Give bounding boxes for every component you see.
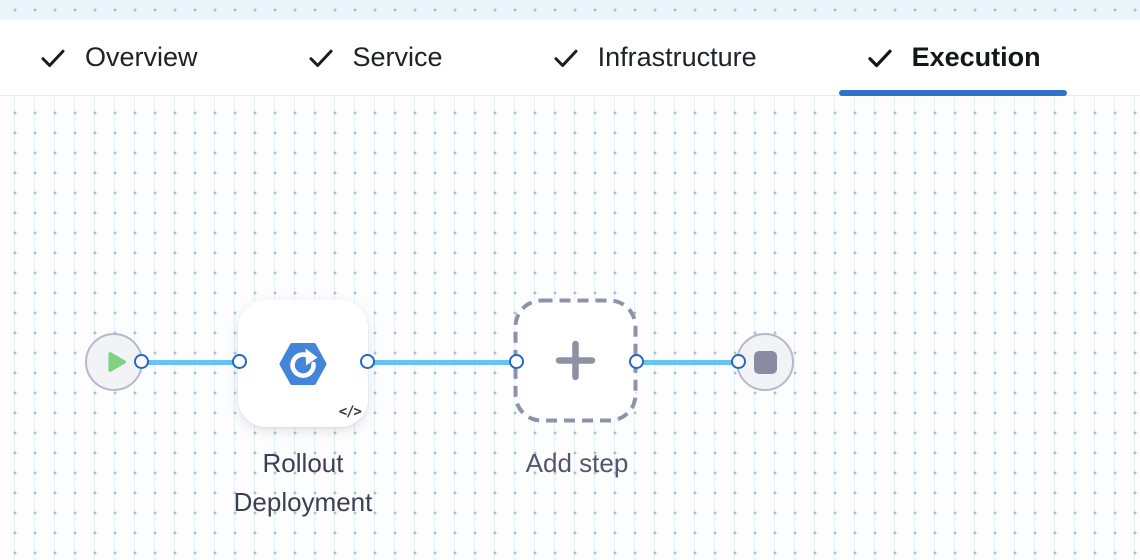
code-icon[interactable]: </>	[338, 404, 362, 420]
step-node-rollout-deployment[interactable]: </>	[238, 300, 368, 427]
port-addstep-out[interactable]	[629, 354, 644, 369]
tab-label: Infrastructure	[597, 42, 757, 72]
check-icon	[554, 49, 578, 67]
tab-label: Execution	[911, 42, 1041, 72]
tab-execution[interactable]: Execution	[838, 20, 1067, 96]
step-label: Rollout Deployment	[233, 448, 373, 517]
add-step-label: Add step	[525, 448, 629, 478]
port-start-out[interactable]	[134, 354, 149, 369]
stage-tab-bar: Overview Service Infrastructure Executio…	[0, 20, 1140, 96]
port-step-in[interactable]	[232, 354, 247, 369]
active-tab-underline	[838, 90, 1067, 96]
connector-step-to-addstep	[368, 360, 517, 365]
tab-overview[interactable]: Overview	[12, 20, 224, 95]
pipeline-canvas[interactable]: </> Rollout Deployment Add step	[0, 96, 1140, 560]
tab-service[interactable]: Service	[280, 20, 469, 95]
check-icon	[309, 49, 333, 67]
tab-infrastructure[interactable]: Infrastructure	[525, 20, 783, 95]
check-icon	[868, 49, 892, 67]
port-step-out[interactable]	[360, 354, 375, 369]
port-end-in[interactable]	[731, 354, 746, 369]
play-icon	[108, 352, 126, 372]
pipeline-start-node	[85, 333, 143, 391]
port-addstep-in[interactable]	[509, 354, 524, 369]
plus-icon	[513, 298, 638, 423]
add-step-button[interactable]	[513, 298, 638, 423]
canvas-top-strip	[0, 0, 1140, 20]
rolling-deployment-icon	[279, 342, 327, 385]
connector-start-to-step	[142, 360, 240, 365]
stop-icon	[753, 350, 777, 374]
tab-label: Service	[352, 42, 443, 72]
check-icon	[41, 49, 65, 67]
tab-label: Overview	[85, 42, 198, 72]
connector-addstep-to-end	[637, 360, 738, 365]
